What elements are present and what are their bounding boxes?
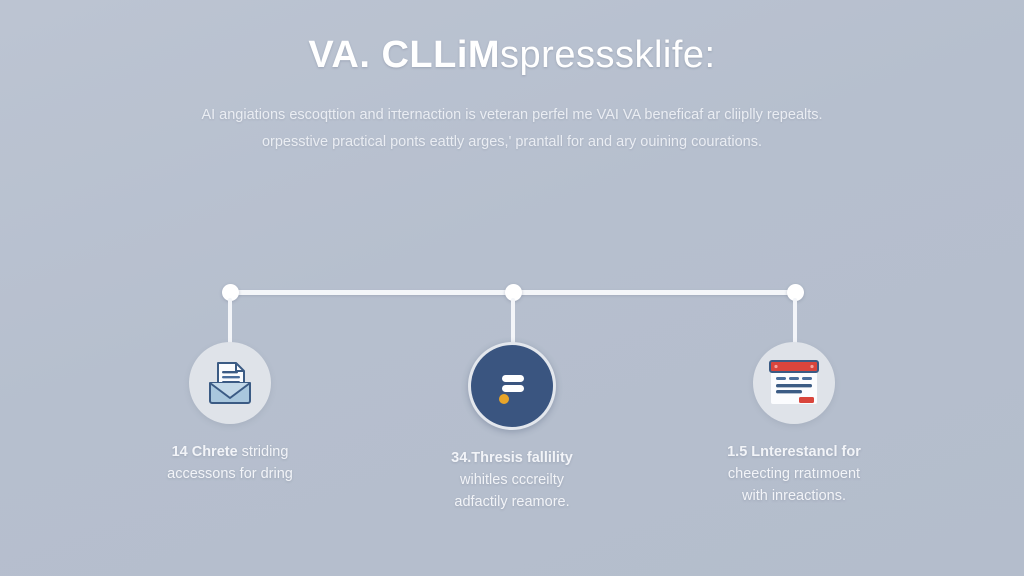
step-1-caption-line-2: accessons for dring xyxy=(167,465,293,482)
timeline-stem-1 xyxy=(228,298,232,360)
timeline-node-1[interactable] xyxy=(222,284,239,301)
timeline-node-3[interactable] xyxy=(787,284,804,301)
page-subtitle-line-2: orpesstive practical ponts eattly arges,… xyxy=(261,133,763,150)
step-1-icon-disc xyxy=(189,342,271,424)
web-form-window-icon xyxy=(766,358,822,408)
step-2-icon-disc xyxy=(468,342,556,430)
step-1-caption-lead: 14 Chrete xyxy=(171,444,238,460)
step-2-caption-line-2: wihitles cccreilty xyxy=(460,471,564,488)
step-3-caption-line-1: 1.5 Lnterestancl for xyxy=(669,442,919,464)
step-item-1[interactable]: 14 Chrete striding accessons for dring xyxy=(105,342,355,486)
envelope-document-icon xyxy=(204,357,256,409)
page-title-light: spresssklife: xyxy=(500,34,716,76)
step-3-caption-line-3: with inreactions. xyxy=(742,487,846,504)
step-2-caption-line-3: adfactily reamore. xyxy=(454,493,570,510)
timeline-stem-3 xyxy=(793,298,797,360)
step-1-caption: 14 Chrete striding accessons for dring xyxy=(105,442,355,486)
step-item-3[interactable]: 1.5 Lnterestancl for cheecting rratımoen… xyxy=(669,342,919,507)
step-3-caption: 1.5 Lnterestancl for cheecting rratımoen… xyxy=(669,442,919,507)
step-2-caption-line-1: 34.Thresis fallility xyxy=(387,448,637,470)
step-1-caption-line-1: 14 Chrete striding xyxy=(105,442,355,464)
list-lines-dot-icon xyxy=(489,363,535,409)
step-3-caption-line-2: cheecting rratımoent xyxy=(727,465,861,482)
page-subtitle: AI angiations escoqttion and iтternactio… xyxy=(0,102,1024,156)
timeline-node-2[interactable] xyxy=(504,284,522,301)
step-2-caption-lead: 34.Thresis fallility xyxy=(451,450,573,466)
step-1-caption-line-1-rest: striding xyxy=(237,444,289,460)
timeline-stem-2 xyxy=(510,298,515,360)
step-item-2[interactable]: 34.Thresis fallility wihitles cccreilty … xyxy=(387,342,637,513)
timeline xyxy=(222,284,804,360)
step-2-caption: 34.Thresis fallility wihitles cccreilty … xyxy=(387,448,637,513)
page-title: VA. CLLiMspresssklife: xyxy=(0,34,1024,78)
page-title-strong: VA. CLLiM xyxy=(308,34,501,76)
step-3-caption-lead: 1.5 Lnterestancl for xyxy=(727,444,861,460)
step-3-icon-disc xyxy=(753,342,835,424)
steps-row: 14 Chrete striding accessons for dring 3… xyxy=(0,342,1024,562)
header: VA. CLLiMspresssklife: AI angiations esc… xyxy=(0,34,1024,155)
page-subtitle-line-1: AI angiations escoqttion and iтternactio… xyxy=(201,106,823,123)
